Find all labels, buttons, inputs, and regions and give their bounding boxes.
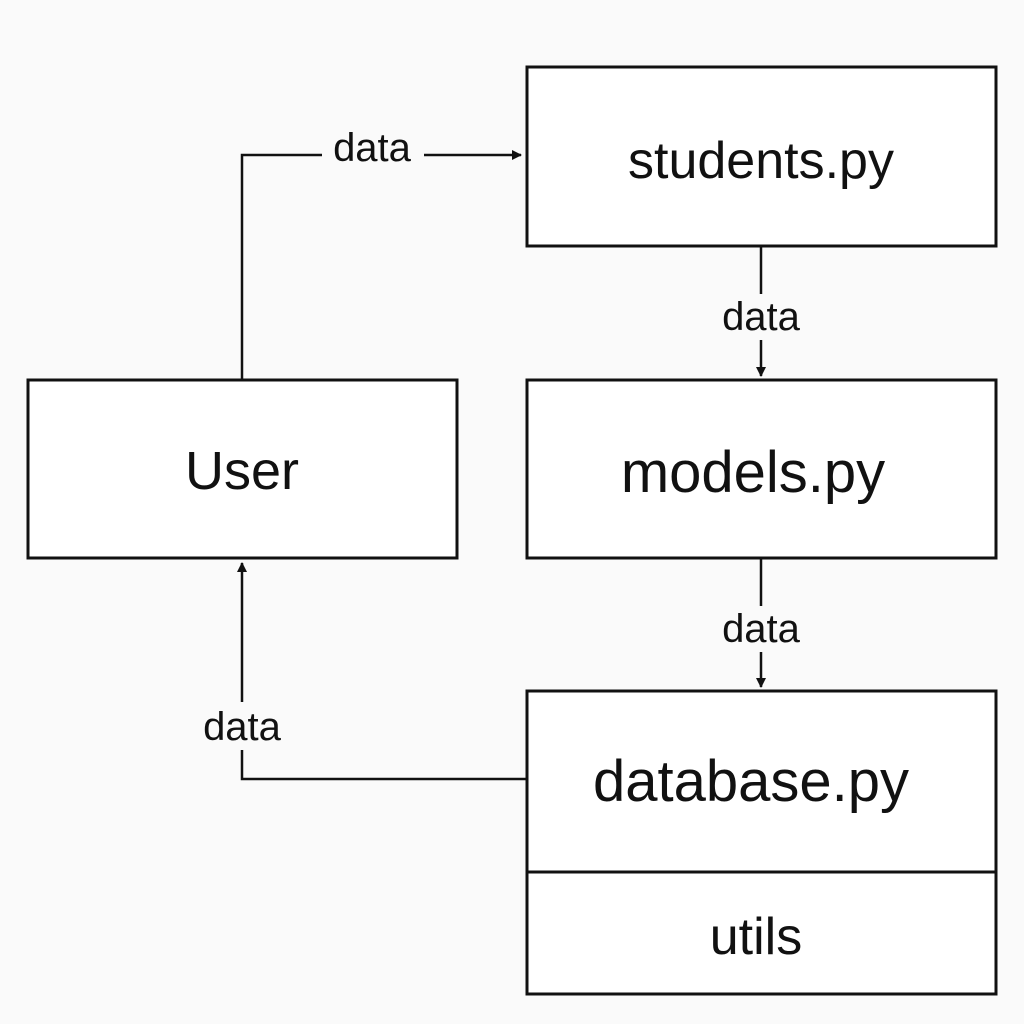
edge-user-to-students-label: data	[333, 126, 412, 170]
edge-database-to-user-label: data	[203, 705, 282, 749]
edge-database-to-user: data	[194, 562, 527, 781]
node-models-label: models.py	[621, 440, 885, 505]
node-models: models.py	[525, 378, 998, 560]
node-database: database.py utils	[525, 689, 998, 996]
node-students: students.py	[525, 65, 998, 248]
node-user: User	[26, 378, 459, 560]
node-database-label: database.py	[593, 749, 909, 814]
edge-models-to-database: data	[712, 558, 810, 688]
node-students-label: students.py	[628, 132, 894, 190]
edge-students-to-models-label: data	[722, 295, 801, 339]
edge-models-to-database-label: data	[722, 607, 801, 651]
edge-user-to-students: data	[240, 126, 522, 380]
node-user-label: User	[185, 441, 299, 501]
node-utils-label: utils	[710, 908, 802, 966]
edge-students-to-models: data	[712, 246, 810, 377]
